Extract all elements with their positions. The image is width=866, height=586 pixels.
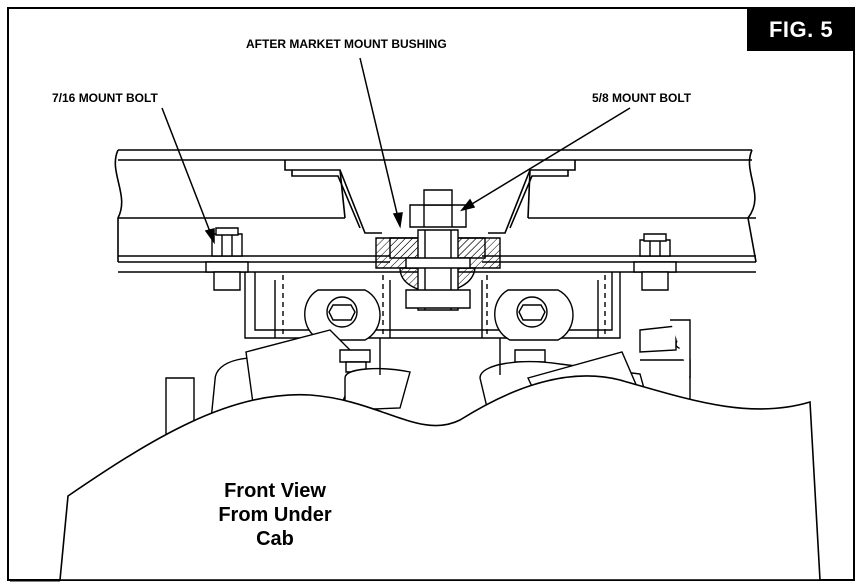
callout-5-8-mount-bolt: 5/8 MOUNT BOLT xyxy=(592,91,692,105)
bolt-7-16-right xyxy=(634,234,676,290)
figure-number-badge: FIG. 5 xyxy=(747,9,855,51)
caption-line-1: Front View xyxy=(224,480,326,502)
leader-arrows xyxy=(162,58,630,242)
frame-bracket xyxy=(245,272,684,352)
callout-mount-bushing: AFTER MARKET MOUNT BUSHING xyxy=(246,37,447,51)
wheel-contour xyxy=(60,376,820,580)
bolt-7-16-left xyxy=(206,228,248,290)
cab-crossmember xyxy=(115,150,756,272)
mount-bushing-assembly xyxy=(376,190,500,310)
caption-line-2: From Under Cab xyxy=(218,504,332,550)
figure-caption: Front View From Under Cab xyxy=(200,479,350,551)
callout-7-16-mount-bolt: 7/16 MOUNT BOLT xyxy=(52,91,158,105)
